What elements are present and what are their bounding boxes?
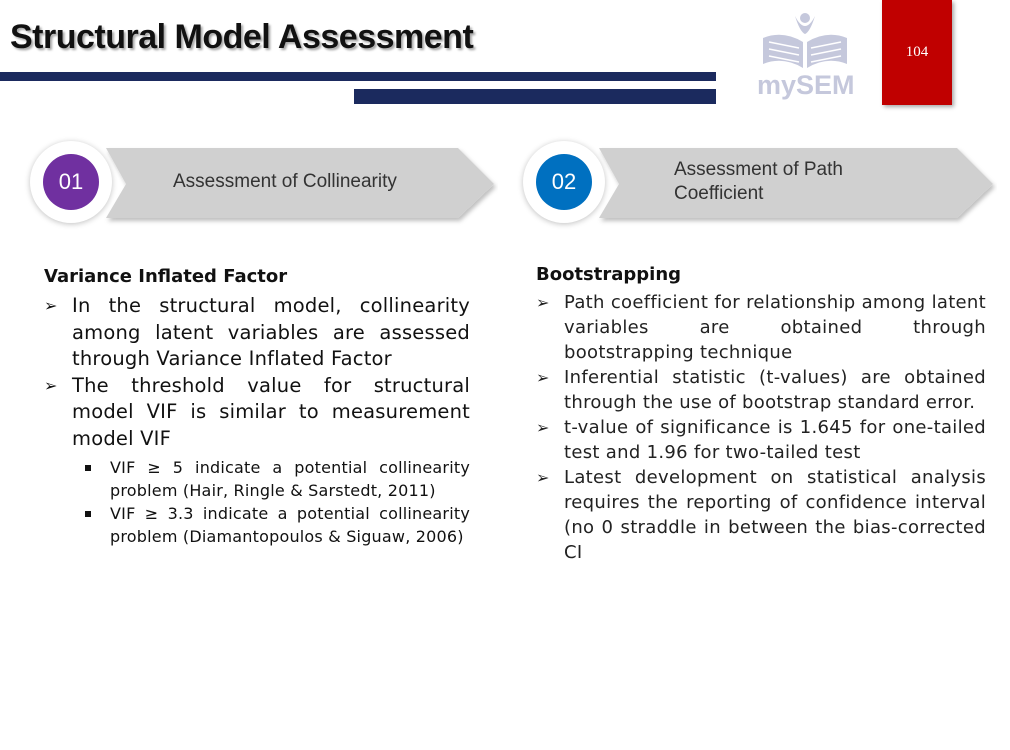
- list-item: ➢ In the structural model, collinearity …: [44, 293, 470, 373]
- step-chevron: [599, 148, 993, 218]
- variance-inflated-factor-heading: Variance Inflated Factor: [44, 266, 288, 287]
- arrow-bullet-icon: ➢: [536, 293, 550, 312]
- arrow-bullet-icon: ➢: [536, 418, 550, 437]
- bullet-text: The threshold value for structural model…: [72, 373, 470, 450]
- step-label: Assessment of Path Coefficient: [674, 159, 843, 204]
- page-title: Structural Model Assessment: [10, 18, 474, 56]
- title-underline-bar: [0, 72, 716, 81]
- list-item: ➢ Latest development on statistical anal…: [536, 465, 986, 565]
- list-item: ➢ Inferential statistic (t-values) are o…: [536, 365, 986, 415]
- step-chevron: [106, 148, 494, 218]
- list-item: ➢ t-value of significance is 1.645 for o…: [536, 415, 986, 465]
- bootstrapping-heading: Bootstrapping: [536, 264, 682, 285]
- bullet-text: Inferential statistic (t-values) are obt…: [564, 367, 986, 413]
- mysem-logo: mySEM: [757, 13, 855, 100]
- page-number-badge: 104: [882, 0, 952, 105]
- square-bullet-icon: [85, 511, 91, 517]
- bullet-text: Latest development on statistical analys…: [564, 467, 986, 563]
- left-bullet-list: ➢ In the structural model, collinearity …: [44, 293, 470, 548]
- page-number: 104: [905, 44, 929, 60]
- step-label: Assessment of Collinearity: [173, 171, 397, 192]
- right-bullet-list: ➢ Path coefficient for relationship amon…: [536, 290, 986, 565]
- step-collinearity: 01 Assessment of Collinearity: [28, 138, 498, 228]
- square-bullet-icon: [85, 465, 91, 471]
- bullet-text: In the structural model, collinearity am…: [72, 294, 470, 370]
- step-number-badge: 02: [536, 154, 592, 210]
- arrow-bullet-icon: ➢: [44, 375, 58, 395]
- arrow-bullet-icon: ➢: [536, 368, 550, 387]
- sub-bullet-text: VIF ≥ 3.3 indicate a potential collinear…: [110, 504, 470, 546]
- list-item: VIF ≥ 3.3 indicate a potential collinear…: [72, 502, 470, 548]
- title-accent-bar: [354, 89, 716, 104]
- arrow-bullet-icon: ➢: [536, 468, 550, 487]
- bullet-text: Path coefficient for relationship among …: [564, 292, 986, 363]
- list-item: VIF ≥ 5 indicate a potential collinearit…: [72, 456, 470, 502]
- step-number-badge: 01: [43, 154, 99, 210]
- arrow-bullet-icon: ➢: [44, 296, 58, 315]
- logo-text: mySEM: [757, 70, 855, 100]
- bullet-text: t-value of significance is 1.645 for one…: [564, 417, 986, 463]
- list-item: ➢ The threshold value for structural mod…: [44, 373, 470, 549]
- sub-bullet-list: VIF ≥ 5 indicate a potential collinearit…: [72, 456, 470, 548]
- list-item: ➢ Path coefficient for relationship amon…: [536, 290, 986, 365]
- sub-bullet-text: VIF ≥ 5 indicate a potential collinearit…: [110, 458, 470, 500]
- step-path-coefficient: 02 Assessment of Path Coefficient: [521, 138, 997, 228]
